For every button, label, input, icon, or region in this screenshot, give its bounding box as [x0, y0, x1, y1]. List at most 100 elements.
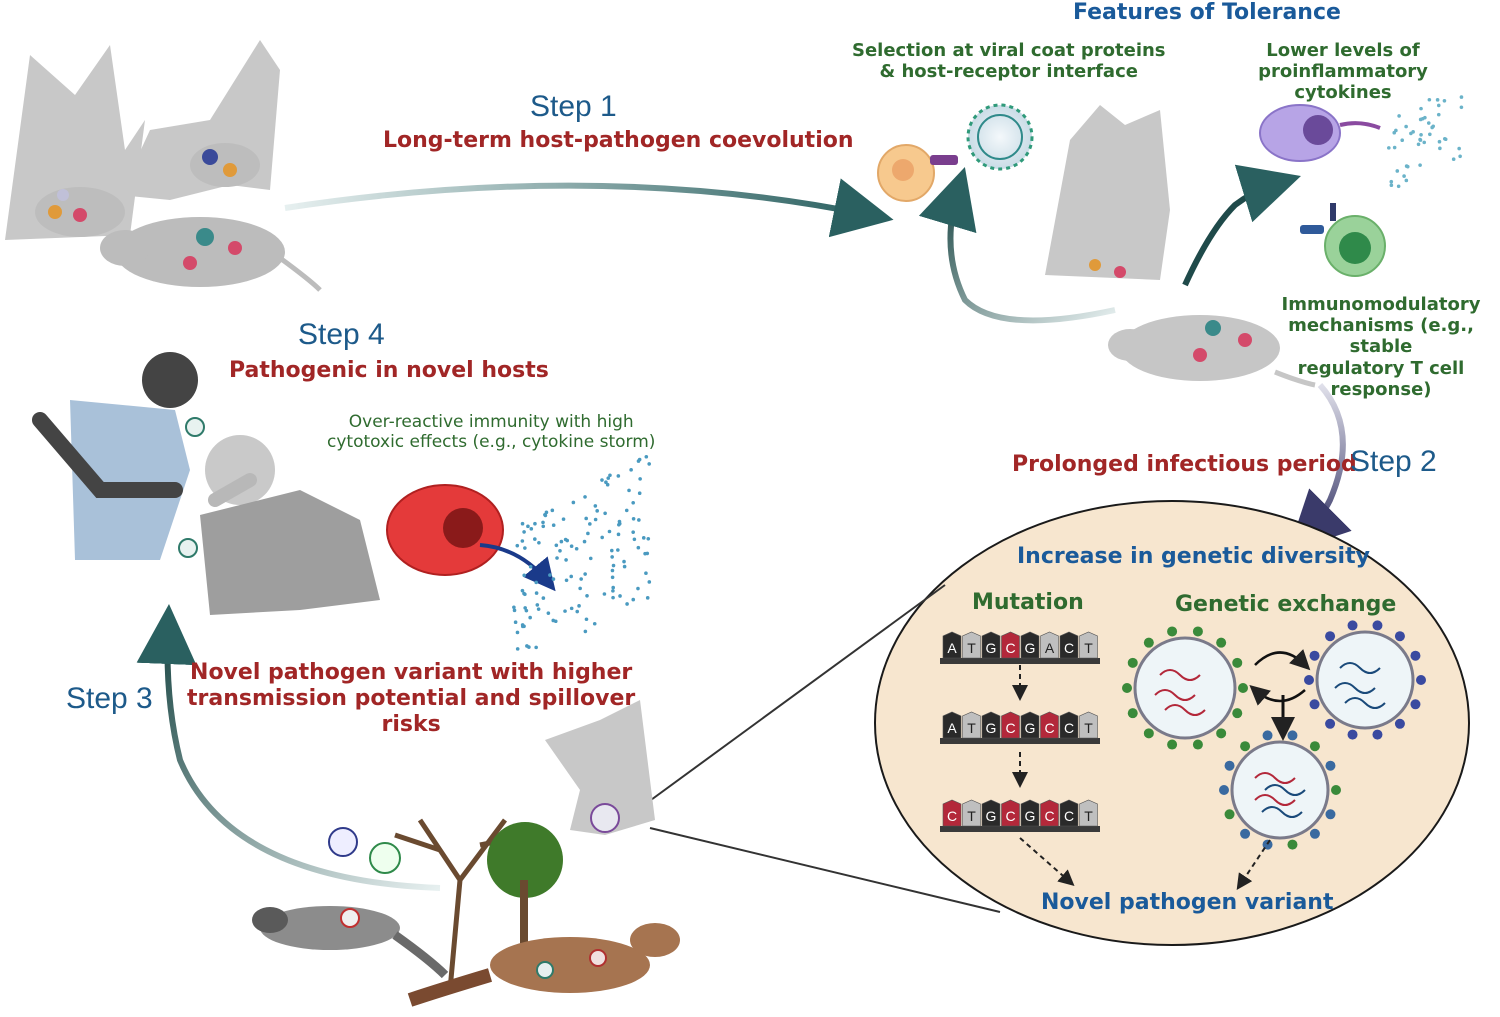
cytokine-dot: [1420, 117, 1425, 121]
step1-label: Step 1: [530, 90, 617, 123]
cytokine-dot: [1418, 163, 1422, 167]
cytokine-storm-cell: [386, 484, 556, 592]
virus-spike: [1372, 620, 1383, 631]
cytokine-dot: [520, 588, 525, 593]
tolerance-arrow-left: [918, 167, 1116, 324]
virus-blue: [1315, 630, 1415, 730]
cytokine-dot: [577, 604, 581, 608]
cytokine-dot: [632, 537, 637, 542]
dna-base: [1020, 711, 1040, 739]
cytokine-dot: [588, 522, 592, 526]
cytokine-dot: [617, 519, 622, 524]
cytokine-dot: [1442, 98, 1447, 103]
cytokine-dot: [541, 596, 546, 600]
cytokine-dot: [637, 518, 641, 522]
diversity-title: Increase in genetic diversity: [1017, 544, 1370, 569]
cytokine-dot: [622, 559, 626, 564]
virus-spike: [1143, 728, 1154, 739]
cytokine-dot: [631, 530, 635, 534]
cytokine-dot: [546, 611, 551, 615]
cytokine-dot: [1459, 95, 1464, 99]
tolerance-title: Features of Tolerance: [1073, 0, 1341, 25]
cytokine-dot: [528, 564, 533, 569]
step2-title: Prolonged infectious period: [1012, 452, 1357, 477]
cytokine-dot: [603, 511, 607, 516]
cytokine-dot: [1459, 105, 1464, 110]
virus-spike: [1347, 620, 1358, 631]
reservoir-bats-illustration: [5, 40, 280, 240]
cytokine-dot: [624, 508, 629, 513]
cytokine-dot: [1400, 138, 1405, 142]
cytokine-dot: [644, 454, 649, 459]
cytokine-dot: [1409, 131, 1413, 136]
cytokine-dot: [582, 539, 587, 544]
dna-base: [1079, 799, 1098, 827]
virus-spike: [1394, 631, 1405, 642]
dna-base: [981, 711, 1001, 739]
cytokine-dot: [522, 573, 526, 578]
cytokine-dot: [1436, 112, 1441, 117]
cytokine-dot: [563, 537, 568, 542]
cytokine-dot: [528, 615, 532, 620]
cytokine-dot: [537, 540, 541, 545]
cytokine-dot: [1394, 128, 1398, 133]
dna-base: [942, 799, 962, 827]
cytokine-dot: [1428, 132, 1432, 137]
cytokine-dots: [1387, 95, 1464, 189]
cytokine-dot: [602, 592, 607, 596]
exchange-label: Genetic exchange: [1175, 592, 1397, 617]
cytokine-dot: [533, 537, 537, 541]
step2-arrow: [1288, 383, 1352, 552]
cytokine-dot: [529, 527, 534, 531]
cytokine-dot: [569, 606, 574, 611]
novel-variant-label: Novel pathogen variant: [1041, 890, 1334, 915]
cytokine-dot: [646, 536, 651, 541]
cytokine-dot: [622, 564, 627, 569]
dna-base: [1040, 631, 1059, 659]
dna-base-letter: C: [947, 808, 957, 824]
host-cell-illustration: [877, 144, 958, 202]
cytokine-dot: [645, 551, 650, 556]
cytokine-dot: [631, 500, 635, 505]
virus-spike: [1372, 729, 1383, 740]
cytokine-dot: [631, 597, 636, 602]
virus-spike: [1127, 708, 1138, 719]
cytokine-dot: [592, 621, 597, 626]
cytokine-dot: [522, 530, 526, 534]
cytokine-dot: [578, 586, 582, 591]
virus-spike: [1309, 650, 1320, 661]
wild-viruses: [328, 827, 401, 874]
human-sick-illustration: [32, 352, 205, 560]
cytokine-dot: [607, 529, 612, 534]
cytokine-dot: [534, 645, 538, 650]
cytokine-dot: [544, 510, 549, 515]
dna-base: [1020, 631, 1040, 659]
civet-illustration: [252, 906, 449, 979]
dna-base-letter: C: [1064, 640, 1074, 656]
cytokine-dot: [647, 580, 652, 584]
virus-recombinant: [1230, 740, 1330, 840]
virus-spike: [1224, 809, 1235, 820]
tolerance-cytokines: Lower levels of proinflammatory cytokine…: [1258, 40, 1428, 104]
step1-title: Long-term host-pathogen coevolution: [383, 128, 854, 153]
virus-spike: [1232, 708, 1243, 719]
cytokine-dot: [1396, 184, 1401, 189]
cytokine-dot: [586, 531, 590, 536]
central-rat-illustration: [1108, 315, 1316, 388]
tree-illustration: [394, 818, 563, 991]
exchange-arrow-bottom: [1249, 685, 1306, 706]
cytokine-dot: [583, 572, 587, 576]
cytokine-dot: [559, 539, 564, 544]
cytokine-dot: [512, 605, 516, 610]
zoom-line-bottom: [649, 827, 1001, 913]
step4-title: Pathogenic in novel hosts: [229, 358, 549, 383]
reservoir-rat-illustration: [100, 217, 322, 292]
dna-base: [1001, 631, 1020, 659]
cytokine-dot: [553, 619, 558, 624]
virus-spike: [1287, 839, 1298, 850]
dna-base-letter: A: [1045, 640, 1055, 656]
virus-spike: [1262, 730, 1273, 741]
dna-base: [1020, 799, 1040, 827]
cytokine-dot: [595, 509, 599, 513]
cytokine-dot: [569, 574, 574, 579]
